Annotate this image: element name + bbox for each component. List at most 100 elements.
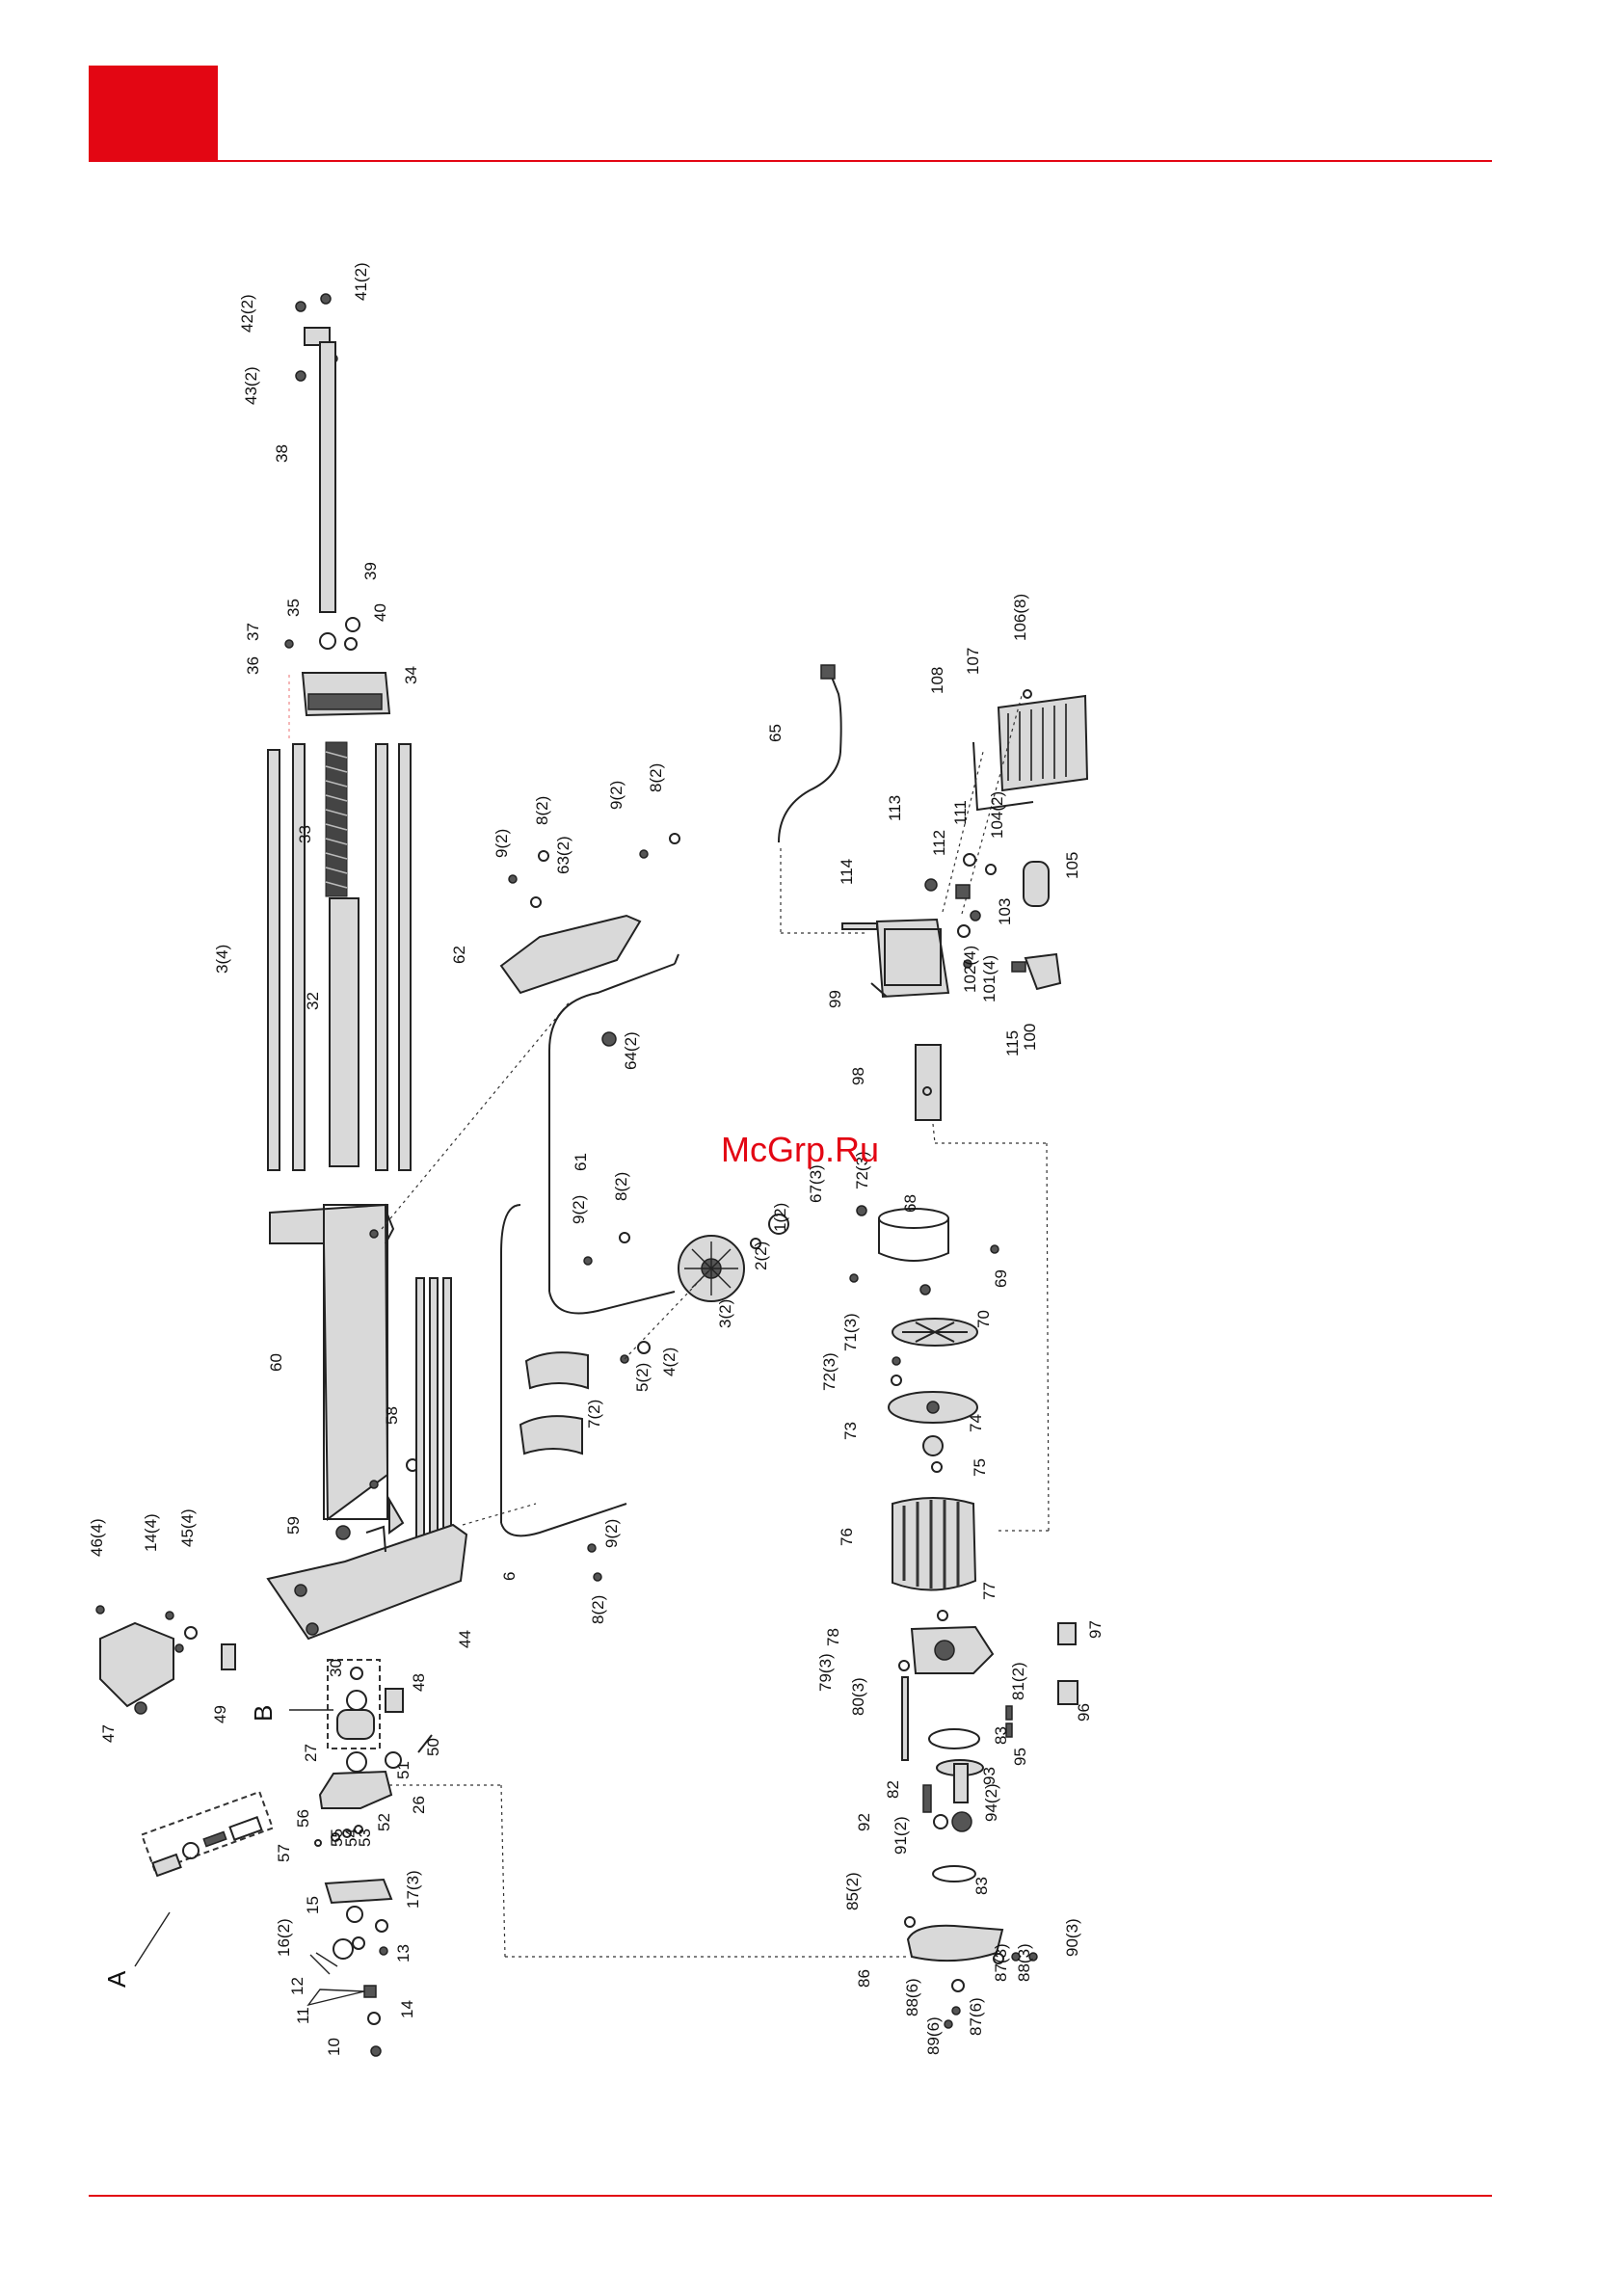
part-label: 111 xyxy=(951,800,970,825)
part-label: 103 xyxy=(996,898,1014,925)
part-label: 72(3) xyxy=(820,1352,839,1391)
part-label: 33 xyxy=(296,825,314,843)
part-label: 57 xyxy=(275,1844,293,1862)
part-label: 101(4) xyxy=(980,955,998,1002)
part-label: 3(2) xyxy=(716,1299,734,1328)
rod xyxy=(398,743,412,1171)
part-label: 100 xyxy=(1021,1024,1039,1051)
part-label: 53 xyxy=(356,1829,374,1847)
part-label: 48 xyxy=(410,1673,428,1692)
part-label: 92 xyxy=(855,1813,873,1831)
part-label: 34 xyxy=(402,666,420,684)
part-label: 60 xyxy=(267,1353,285,1372)
part-label: 15 xyxy=(304,1896,322,1914)
part-label: 10 xyxy=(325,2038,343,2056)
part-label: 80(3) xyxy=(849,1677,867,1716)
part-label: 30 xyxy=(327,1659,345,1677)
part-label: 76 xyxy=(838,1528,856,1546)
part-label: 65 xyxy=(766,724,785,742)
part-label: 75 xyxy=(971,1458,989,1477)
part-label: 58 xyxy=(383,1406,401,1425)
part-label: 43(2) xyxy=(242,366,260,405)
part-label: 52 xyxy=(375,1813,393,1831)
part-label: 45(4) xyxy=(178,1508,197,1547)
part-label: 44 xyxy=(456,1630,474,1648)
lead-screw xyxy=(325,741,348,897)
part-label: 47 xyxy=(99,1724,118,1743)
part-label: 95 xyxy=(1011,1748,1029,1766)
part-label: 8(2) xyxy=(612,1172,630,1201)
part-label: 2(2) xyxy=(752,1241,770,1270)
rod xyxy=(375,743,388,1171)
detail-callout-label: B xyxy=(249,1705,278,1722)
part-label: 41(2) xyxy=(352,262,370,301)
part-label: 37 xyxy=(244,623,262,641)
rod xyxy=(292,743,306,1171)
handle-bracket xyxy=(499,914,642,995)
part-label: 7(2) xyxy=(585,1400,603,1428)
handle-frames xyxy=(499,833,789,1582)
capacitor xyxy=(1023,861,1050,907)
part-label: 8(2) xyxy=(589,1595,607,1624)
part-label: 94(2) xyxy=(982,1783,1000,1822)
part-label: 87(3) xyxy=(992,1943,1010,1982)
part-label: 85(2) xyxy=(843,1872,862,1910)
base-hardware xyxy=(95,1605,910,2057)
part-label: 93 xyxy=(980,1767,998,1785)
part-label: 108 xyxy=(928,667,946,694)
part-label: 14 xyxy=(398,2000,416,2018)
part-label: 9(2) xyxy=(607,781,626,810)
part-label: 49 xyxy=(211,1705,229,1723)
part-label: 63(2) xyxy=(554,836,572,874)
part-label: 87(6) xyxy=(967,1997,985,2036)
rod xyxy=(267,749,280,1171)
part-label: 88(6) xyxy=(903,1978,921,2016)
part-label: 97 xyxy=(1086,1620,1105,1639)
part-label: 114 xyxy=(838,859,856,885)
part-label: 1(2) xyxy=(771,1203,789,1232)
part-label: 56 xyxy=(294,1809,312,1828)
part-label: 9(2) xyxy=(570,1195,588,1224)
part-label: 14(4) xyxy=(142,1513,160,1552)
part-label: 11 xyxy=(294,2007,312,2024)
part-label: 83 xyxy=(972,1877,991,1895)
part-label: 71(3) xyxy=(841,1313,860,1351)
part-label: 88(3) xyxy=(1015,1943,1033,1982)
part-label: 86 xyxy=(855,1969,873,1988)
part-label: 5(2) xyxy=(633,1363,652,1392)
section-marker-block xyxy=(89,66,218,162)
part-label: 26 xyxy=(410,1796,428,1814)
footer-rule xyxy=(89,2195,1492,2197)
switch-unit xyxy=(1024,952,1062,991)
part-label: 112 xyxy=(930,830,948,856)
part-label: 32 xyxy=(304,992,322,1010)
watermark: McGrp.Ru xyxy=(721,1130,879,1169)
part-label: 40 xyxy=(371,603,389,622)
part-label: 27 xyxy=(302,1744,320,1762)
gearbox-housing xyxy=(318,1770,393,1809)
part-label: 73 xyxy=(841,1422,860,1440)
part-label: 77 xyxy=(980,1582,998,1600)
part-label: 107 xyxy=(964,648,982,675)
part-label: 113 xyxy=(886,795,904,821)
part-label: 35 xyxy=(284,599,303,617)
part-label: 83 xyxy=(992,1726,1010,1745)
lower-cover xyxy=(906,1924,1004,1962)
part-label: 79(3) xyxy=(816,1653,835,1692)
part-label: 9(2) xyxy=(602,1519,621,1548)
part-label: 90(3) xyxy=(1063,1918,1081,1957)
part-label: 89(6) xyxy=(924,2016,943,2055)
part-label: 99 xyxy=(826,990,844,1008)
mast-assembly xyxy=(266,293,572,1641)
part-label: 64(2) xyxy=(622,1031,640,1070)
part-label: 69 xyxy=(992,1269,1010,1288)
part-number-labels: 42(2)41(2)43(2)38353937403634333(4)32606… xyxy=(88,262,1105,2056)
part-label: 62 xyxy=(450,946,468,964)
part-label: 98 xyxy=(849,1067,867,1085)
part-label: 17(3) xyxy=(404,1870,422,1909)
motor-assembly xyxy=(778,664,1089,2029)
part-label: 115 xyxy=(1003,1030,1022,1056)
part-label: 36 xyxy=(244,656,262,675)
part-label: 68 xyxy=(901,1194,919,1213)
part-label: 3(4) xyxy=(213,945,231,974)
